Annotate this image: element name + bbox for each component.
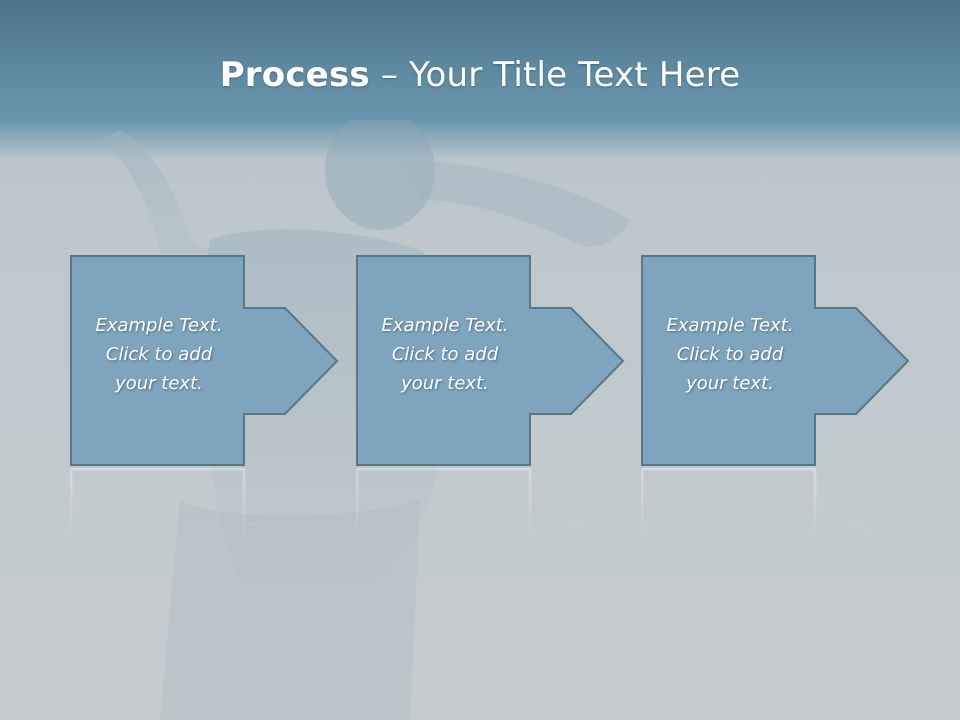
step-1-shape: [70, 255, 339, 466]
step-2-shape: [356, 255, 625, 466]
step-1-reflection: [70, 468, 261, 538]
step-3-reflection: [641, 468, 870, 538]
step-2-reflection: [356, 468, 585, 538]
step-3-text[interactable]: Example Text. Click to add your text.: [666, 315, 794, 394]
process-step-3[interactable]: Example Text. Click to add your text.: [641, 255, 913, 467]
title-bold: Process: [219, 55, 370, 95]
step-3-shape: [641, 255, 910, 466]
background-figure-image: [100, 120, 630, 720]
title-rest: – Your Title Text Here: [369, 55, 741, 95]
slide-title[interactable]: Process – Your Title Text Here: [0, 50, 960, 100]
step-2-text[interactable]: Example Text. Click to add your text.: [381, 315, 509, 394]
process-step-2[interactable]: Example Text. Click to add your text.: [356, 255, 628, 467]
process-step-1[interactable]: Example Text. Click to add your text.: [70, 255, 342, 467]
step-1-text[interactable]: Example Text. Click to add your text.: [95, 315, 223, 394]
header-band: [0, 0, 960, 160]
